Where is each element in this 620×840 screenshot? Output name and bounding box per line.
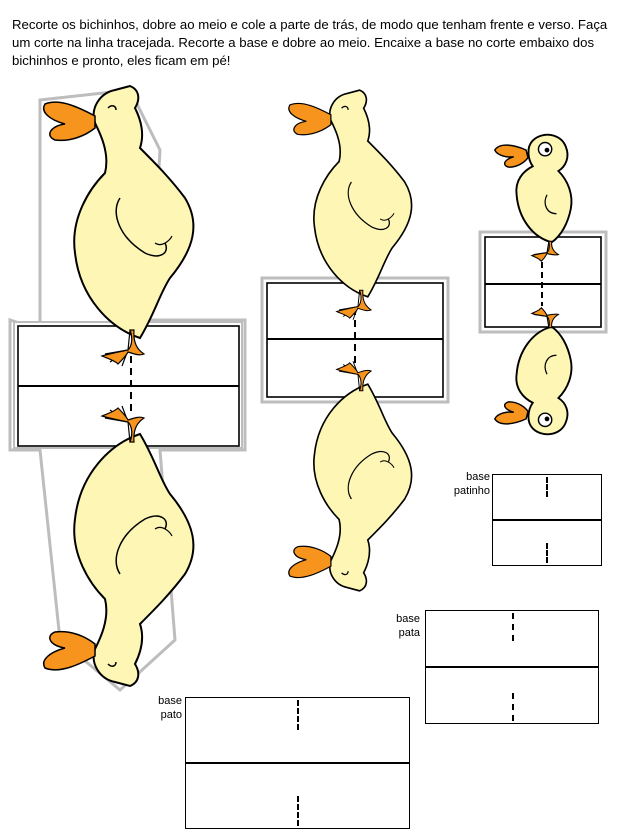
duck-medium-cutout xyxy=(260,89,450,592)
base-pata-box xyxy=(425,610,599,724)
cut-line xyxy=(512,613,516,641)
cut-line xyxy=(297,796,301,826)
cut-line xyxy=(512,693,516,721)
base-patinho-box xyxy=(492,474,602,566)
base-pato-box xyxy=(185,697,410,829)
duckling-cutout xyxy=(478,133,608,436)
label-base-pato: base pato xyxy=(158,695,182,721)
fold-line xyxy=(426,666,598,668)
fold-line xyxy=(493,519,601,521)
cut-line xyxy=(546,477,550,497)
instructions-text: Recorte os bichinhos, dobre ao meio e co… xyxy=(12,17,608,68)
fold-line xyxy=(186,762,409,764)
label-base-patinho: base patinho xyxy=(453,471,490,497)
label-base-pata: base pata xyxy=(396,613,420,639)
cut-line xyxy=(297,700,301,730)
cut-line xyxy=(546,543,550,563)
duck-large-cutout xyxy=(8,85,247,692)
